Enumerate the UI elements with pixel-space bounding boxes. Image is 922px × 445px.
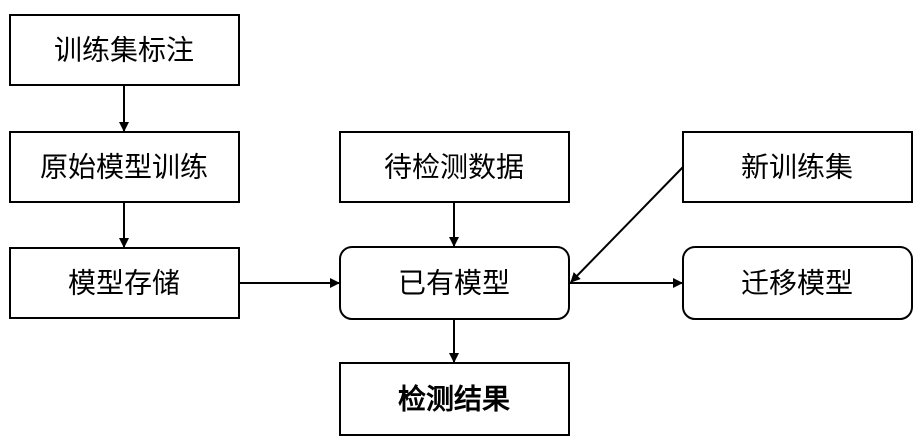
node-annotate-label: 训练集标注 — [54, 34, 194, 67]
node-transfer: 迁移模型 — [682, 246, 913, 320]
node-annotate: 训练集标注 — [9, 14, 240, 86]
node-train: 原始模型训练 — [9, 131, 240, 203]
node-input: 待检测数据 — [339, 131, 570, 203]
node-input-label: 待检测数据 — [384, 151, 524, 184]
node-transfer-label: 迁移模型 — [741, 267, 853, 300]
edge-newset-to-existing — [570, 166, 684, 283]
node-result-label: 检测结果 — [398, 383, 510, 416]
node-existing-label: 已有模型 — [398, 267, 510, 300]
node-result: 检测结果 — [339, 362, 570, 436]
node-newset-label: 新训练集 — [741, 151, 853, 184]
node-store: 模型存储 — [9, 247, 240, 319]
node-existing: 已有模型 — [339, 246, 570, 320]
node-train-label: 原始模型训练 — [40, 151, 208, 184]
node-newset: 新训练集 — [682, 131, 913, 203]
node-store-label: 模型存储 — [68, 267, 180, 300]
